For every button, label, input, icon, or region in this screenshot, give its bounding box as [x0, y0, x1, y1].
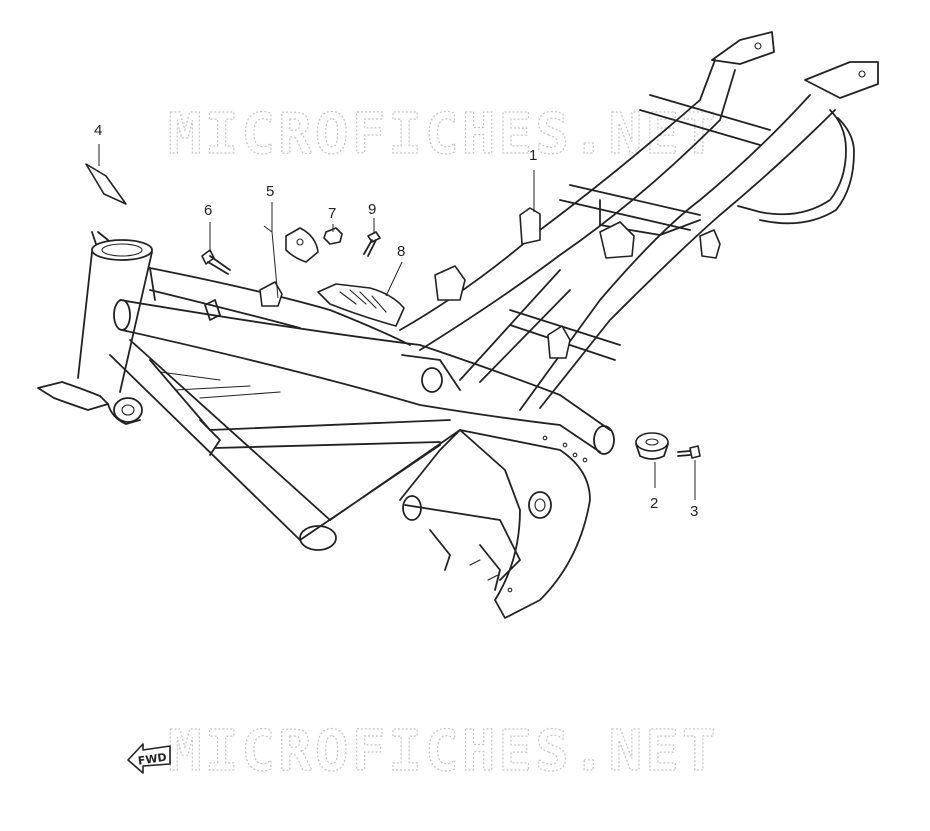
part-5-bracket: [285, 227, 319, 263]
fwd-label: FWD: [137, 751, 167, 768]
watermark-top: MICROFICHES.NET: [168, 102, 719, 167]
callout-leaders: [98, 144, 696, 500]
watermark-bottom: MICROFICHES.NET: [168, 719, 719, 784]
part-7-nut: [323, 227, 343, 245]
steering-head: [37, 231, 153, 425]
callout-6: 6: [204, 202, 212, 219]
callout-1: 1: [529, 147, 537, 164]
part-8-rubber-pad: [317, 283, 405, 327]
callout-4: 4: [94, 122, 102, 139]
part-2-grommet: [635, 432, 669, 460]
part-6-bolt: [201, 249, 231, 275]
callout-5: 5: [266, 183, 274, 200]
callout-9: 9: [368, 201, 376, 218]
callout-8: 8: [397, 243, 405, 260]
fwd-arrow-icon: FWD: [127, 743, 171, 774]
part-3-bolt: [677, 445, 701, 459]
part-9-screw: [363, 231, 381, 257]
callout-7: 7: [328, 205, 336, 222]
main-frame: [37, 31, 879, 619]
callout-3: 3: [690, 503, 698, 520]
callout-2: 2: [650, 495, 658, 512]
part-4-label-plate: [85, 163, 127, 205]
